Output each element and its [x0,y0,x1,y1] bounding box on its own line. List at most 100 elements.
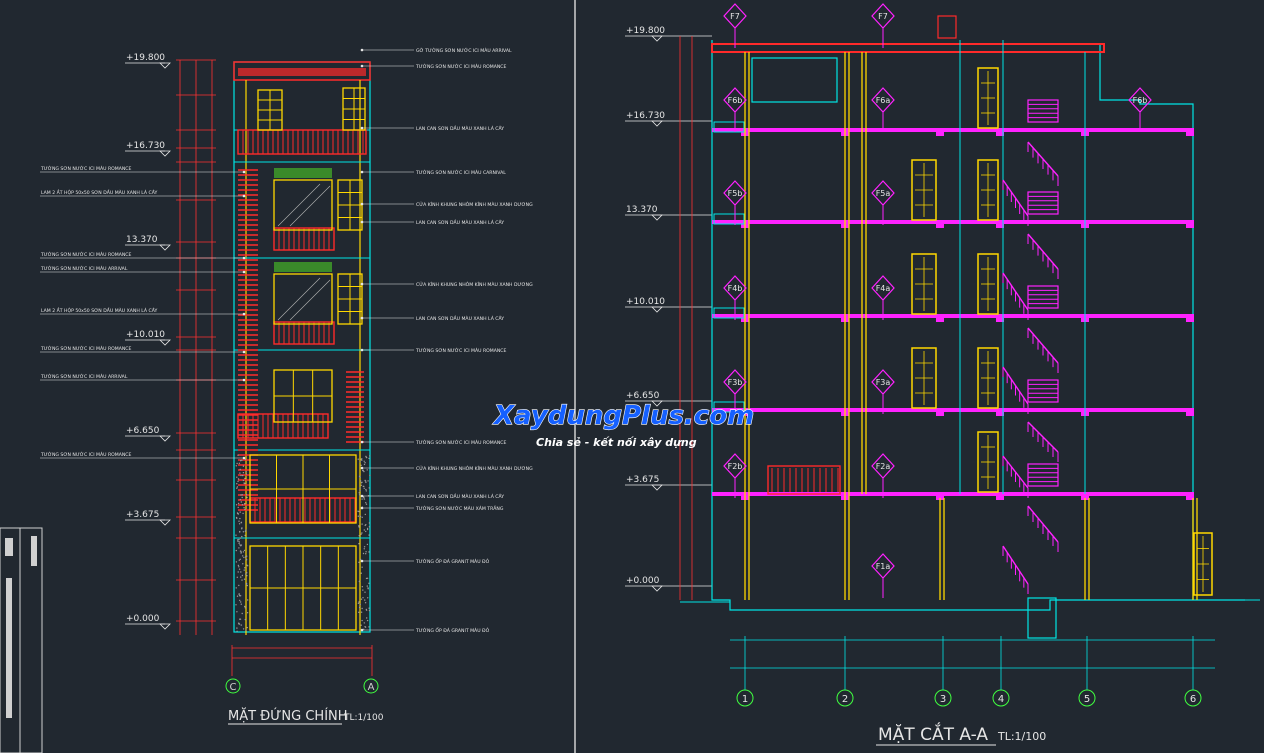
stone-dot [240,545,242,547]
roof-slab [711,43,1105,53]
stone-dot [359,461,361,463]
stone-dot [244,534,246,537]
stone-dot [240,571,242,573]
stone-dot [368,609,371,612]
stone-dot [239,618,241,620]
note-right: CỬA KÍNH KHUNG NHÔM KÍNH MÀU XANH DƯƠNG [416,464,533,472]
stone-dot [246,584,248,587]
stone-dot [368,526,371,528]
elevation-stone-cladding [235,454,371,632]
stone-dot [242,551,245,553]
stone-dot [361,532,363,534]
stair-landing-rail [1027,379,1059,403]
elevation-level-triangle [159,435,171,442]
stone-dot [361,523,363,525]
stone-dot [242,563,244,565]
stone-dot [365,577,368,580]
section-level-label: 13.370 [626,205,658,215]
stone-dot [369,455,371,457]
tag-label: F4a [876,284,891,293]
stone-dot [239,498,241,501]
stone-dot [236,627,238,629]
section-level-triangle [651,585,663,592]
door [911,347,937,409]
stone-dot [358,611,360,613]
stone-dot [365,530,367,533]
door [977,431,999,493]
note-left: LAM 2 ẮT HỘP 50x50 SƠN DẦU MÀU XANH LÁ C… [41,188,158,196]
elevation-red-louvers [237,129,367,523]
door [977,347,999,409]
note-leader-dot [360,64,364,68]
balcony-edge [713,401,745,413]
elevation-scale: TL:1/100 [343,713,384,723]
stone-dot [235,516,238,519]
door [1193,532,1213,596]
elevation-axis-a: A [363,678,379,694]
stone-dot [368,582,370,584]
stone-dot [363,463,366,466]
section-dimension-lines [679,36,693,600]
stone-dot [239,517,241,520]
stone-dot [238,547,240,549]
note-leader-dot [242,194,246,198]
stone-dot [360,484,363,486]
stone-dot [240,460,242,462]
stone-dot [238,462,241,464]
stone-dot [366,577,369,579]
stone-dot [360,533,362,535]
stone-dot [367,587,369,589]
beam [996,220,1004,228]
stone-dot [241,494,243,496]
stone-dot [366,543,369,546]
grid-axis-label: 3 [940,694,946,705]
note-right: TƯỜNG SƠN NƯỚC ICI MÀU CARNIVAL [415,169,506,176]
note-leader-dot [360,126,364,130]
stone-dot [247,565,249,567]
stone-dot [238,538,240,541]
stone-dot [245,473,248,475]
elevation-level-triangle [159,244,171,251]
beam [1186,408,1194,416]
stone-dot [365,502,367,504]
stone-dot [366,619,369,622]
section-level-label: +10.010 [626,297,665,307]
note-leader-dot [360,628,364,632]
stone-dot [240,603,242,605]
stone-dot [241,579,243,581]
elevation-level-label: +16.730 [126,141,165,151]
grid-axis-label: 1 [742,694,748,705]
note-right: TƯỜNG SƠN NƯỚC ICI MÀU ROMANCE [415,439,507,446]
stone-dot [359,480,362,482]
axis-label-c: C [230,682,237,693]
tag-label: F5b [728,189,743,198]
note-right: LAN CAN SƠN DẦU MÀU XANH LÁ CÂY [416,218,504,226]
note-leader-dot [360,282,364,286]
beam [936,408,944,416]
section-view: +19.800+16.73013.370+10.010+6.650+3.675+… [625,3,1260,746]
stone-dot [239,558,241,560]
stone-dot [245,471,247,473]
note-leader-dot [242,350,246,354]
elevation-level-triangle [159,519,171,526]
elevation-view: +19.800+16.73013.370+10.010+6.650+3.675+… [0,47,533,753]
section-level-triangle [651,214,663,221]
note-right: LAN CAN SƠN DẦU MÀU XANH LÁ CÂY [416,124,504,132]
elevation-bottom-dims [231,645,373,676]
stone-dot [363,497,365,499]
stone-dot [240,601,242,603]
note-left: TƯỜNG SƠN NƯỚC ICI MÀU ROMANCE [40,251,132,258]
stone-dot [358,606,361,609]
stone-dot [238,559,240,561]
tag-label: F3b [728,378,743,387]
stone-dot [368,534,370,536]
stone-dot [238,622,240,624]
stone-dot [358,526,360,528]
stone-dot [368,607,370,609]
note-leader-dot [360,348,364,352]
stone-dot [358,494,361,496]
beam [996,492,1004,500]
stone-dot [364,462,366,464]
